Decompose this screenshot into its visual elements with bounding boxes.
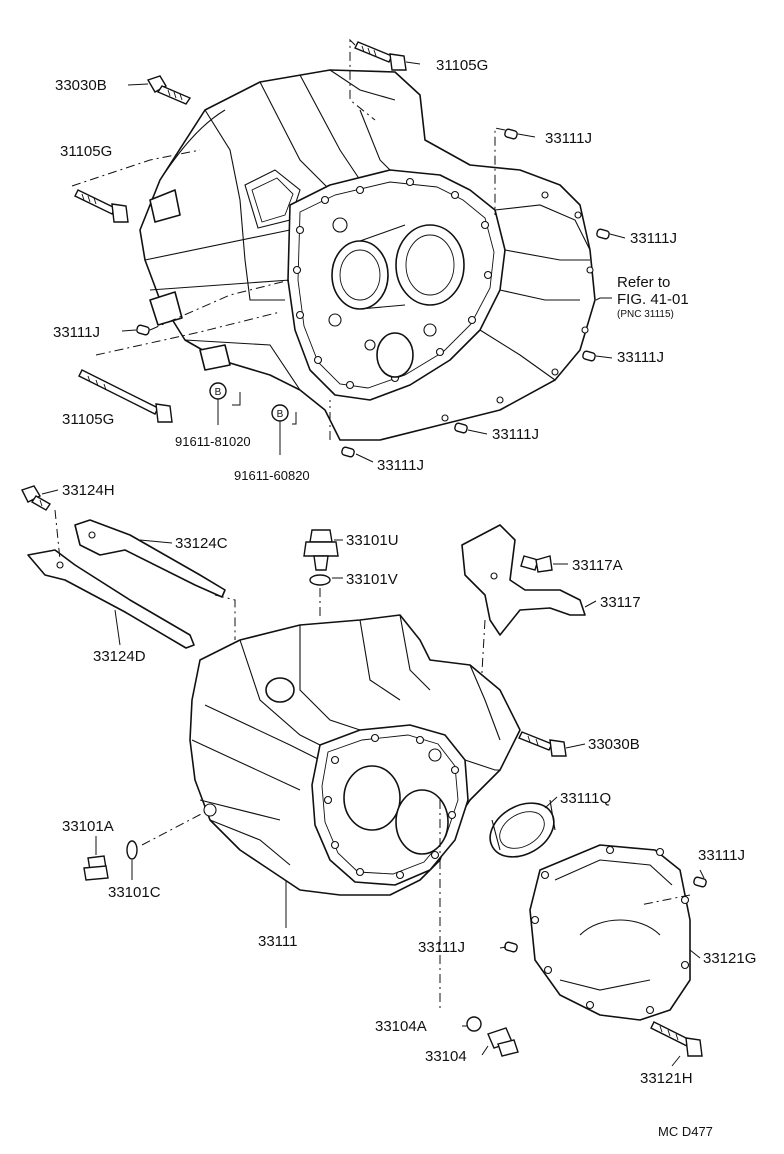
bolt-33117A — [520, 555, 553, 573]
marker-b-1: B — [209, 382, 227, 400]
gasket-33104A — [466, 1016, 482, 1032]
bolt-33121H — [650, 1021, 703, 1057]
label-33111J-e: 33111J — [492, 426, 539, 443]
footer-code: MC D477 — [658, 1124, 713, 1139]
label-33111J-f: 33111J — [377, 457, 424, 474]
label-33101V: 33101V — [346, 571, 398, 588]
transaxle-case — [189, 614, 521, 896]
dowel-pin-b — [596, 228, 610, 240]
label-33101C: 33101C — [108, 884, 161, 901]
bolt-31105G-top — [354, 41, 407, 71]
bolt-33030B-upper — [146, 75, 192, 105]
dowel-pin-g — [693, 876, 707, 888]
label-33111J-h: 33111J — [418, 939, 465, 956]
label-33111Q: 33111Q — [560, 790, 611, 807]
dowel-pin-e — [454, 422, 468, 434]
dowel-pin-d — [582, 350, 596, 362]
gasket-33101V — [309, 574, 331, 586]
label-33111J-a: 33111J — [545, 130, 592, 147]
bracket-33124D — [27, 549, 195, 649]
label-33117A: 33117A — [572, 557, 623, 574]
plug-33104 — [487, 1027, 519, 1057]
label-33104: 33104 — [425, 1048, 467, 1065]
label-33101A: 33101A — [62, 818, 114, 835]
label-refer-1: Refer to — [617, 274, 670, 291]
label-33111J-c: 33111J — [53, 324, 100, 341]
gasket-33101C — [126, 840, 138, 860]
svg-text:B: B — [215, 387, 222, 398]
upper-leader-lines — [71, 38, 626, 463]
middle-leader-lines — [41, 489, 597, 646]
dowel-pin-f — [341, 446, 355, 458]
oil-seal-33111Q — [489, 799, 556, 858]
bolt-33124H — [21, 485, 51, 511]
lower-small-parts — [83, 731, 707, 1057]
label-33124D: 33124D — [93, 648, 146, 665]
label-33101U: 33101U — [346, 532, 399, 549]
svg-text:B: B — [277, 409, 284, 420]
label-refer-2: FIG. 41-01 — [617, 291, 689, 308]
label-33030B-low: 33030B — [588, 736, 640, 753]
label-33121G: 33121G — [703, 950, 756, 967]
label-33124H: 33124H — [62, 482, 115, 499]
part-labels: 33030B 31105G 31105G 33111J 33111J Refer… — [53, 57, 756, 1139]
upper-fasteners: B B — [74, 41, 610, 458]
label-91611-81020: 91611-81020 — [175, 434, 251, 449]
label-refer-3: (PNC 31115) — [617, 309, 674, 320]
label-33121H: 33121H — [640, 1070, 693, 1087]
case-cover-33121G — [529, 844, 691, 1021]
dowel-pin-a — [504, 128, 518, 140]
label-33124C: 33124C — [175, 535, 228, 552]
label-31105G-top: 31105G — [436, 57, 488, 74]
bolt-31105G-lower — [78, 369, 173, 423]
label-33111J-b: 33111J — [630, 230, 677, 247]
clutch-housing-upper — [139, 69, 596, 441]
dowel-pin-h — [504, 941, 518, 953]
label-31105G-low: 31105G — [62, 411, 114, 428]
plug-33101U — [303, 529, 339, 571]
dowel-pin-c — [136, 324, 150, 336]
bolt-33030B-lower — [518, 731, 567, 757]
label-91611-60820: 91611-60820 — [234, 468, 310, 483]
label-33030B-top: 33030B — [55, 77, 107, 94]
plug-33101A — [83, 855, 109, 881]
lower-leader-lines — [95, 743, 705, 1067]
label-33111: 33111 — [258, 933, 298, 950]
marker-b-2: B — [271, 404, 289, 422]
label-33111J-d: 33111J — [617, 349, 664, 366]
bolt-31105G-left — [74, 189, 129, 223]
label-31105G-left: 31105G — [60, 143, 112, 160]
label-33104A: 33104A — [375, 1018, 427, 1035]
label-33111J-g: 33111J — [698, 847, 745, 864]
label-33117: 33117 — [600, 594, 641, 611]
bracket-33117 — [461, 524, 586, 636]
